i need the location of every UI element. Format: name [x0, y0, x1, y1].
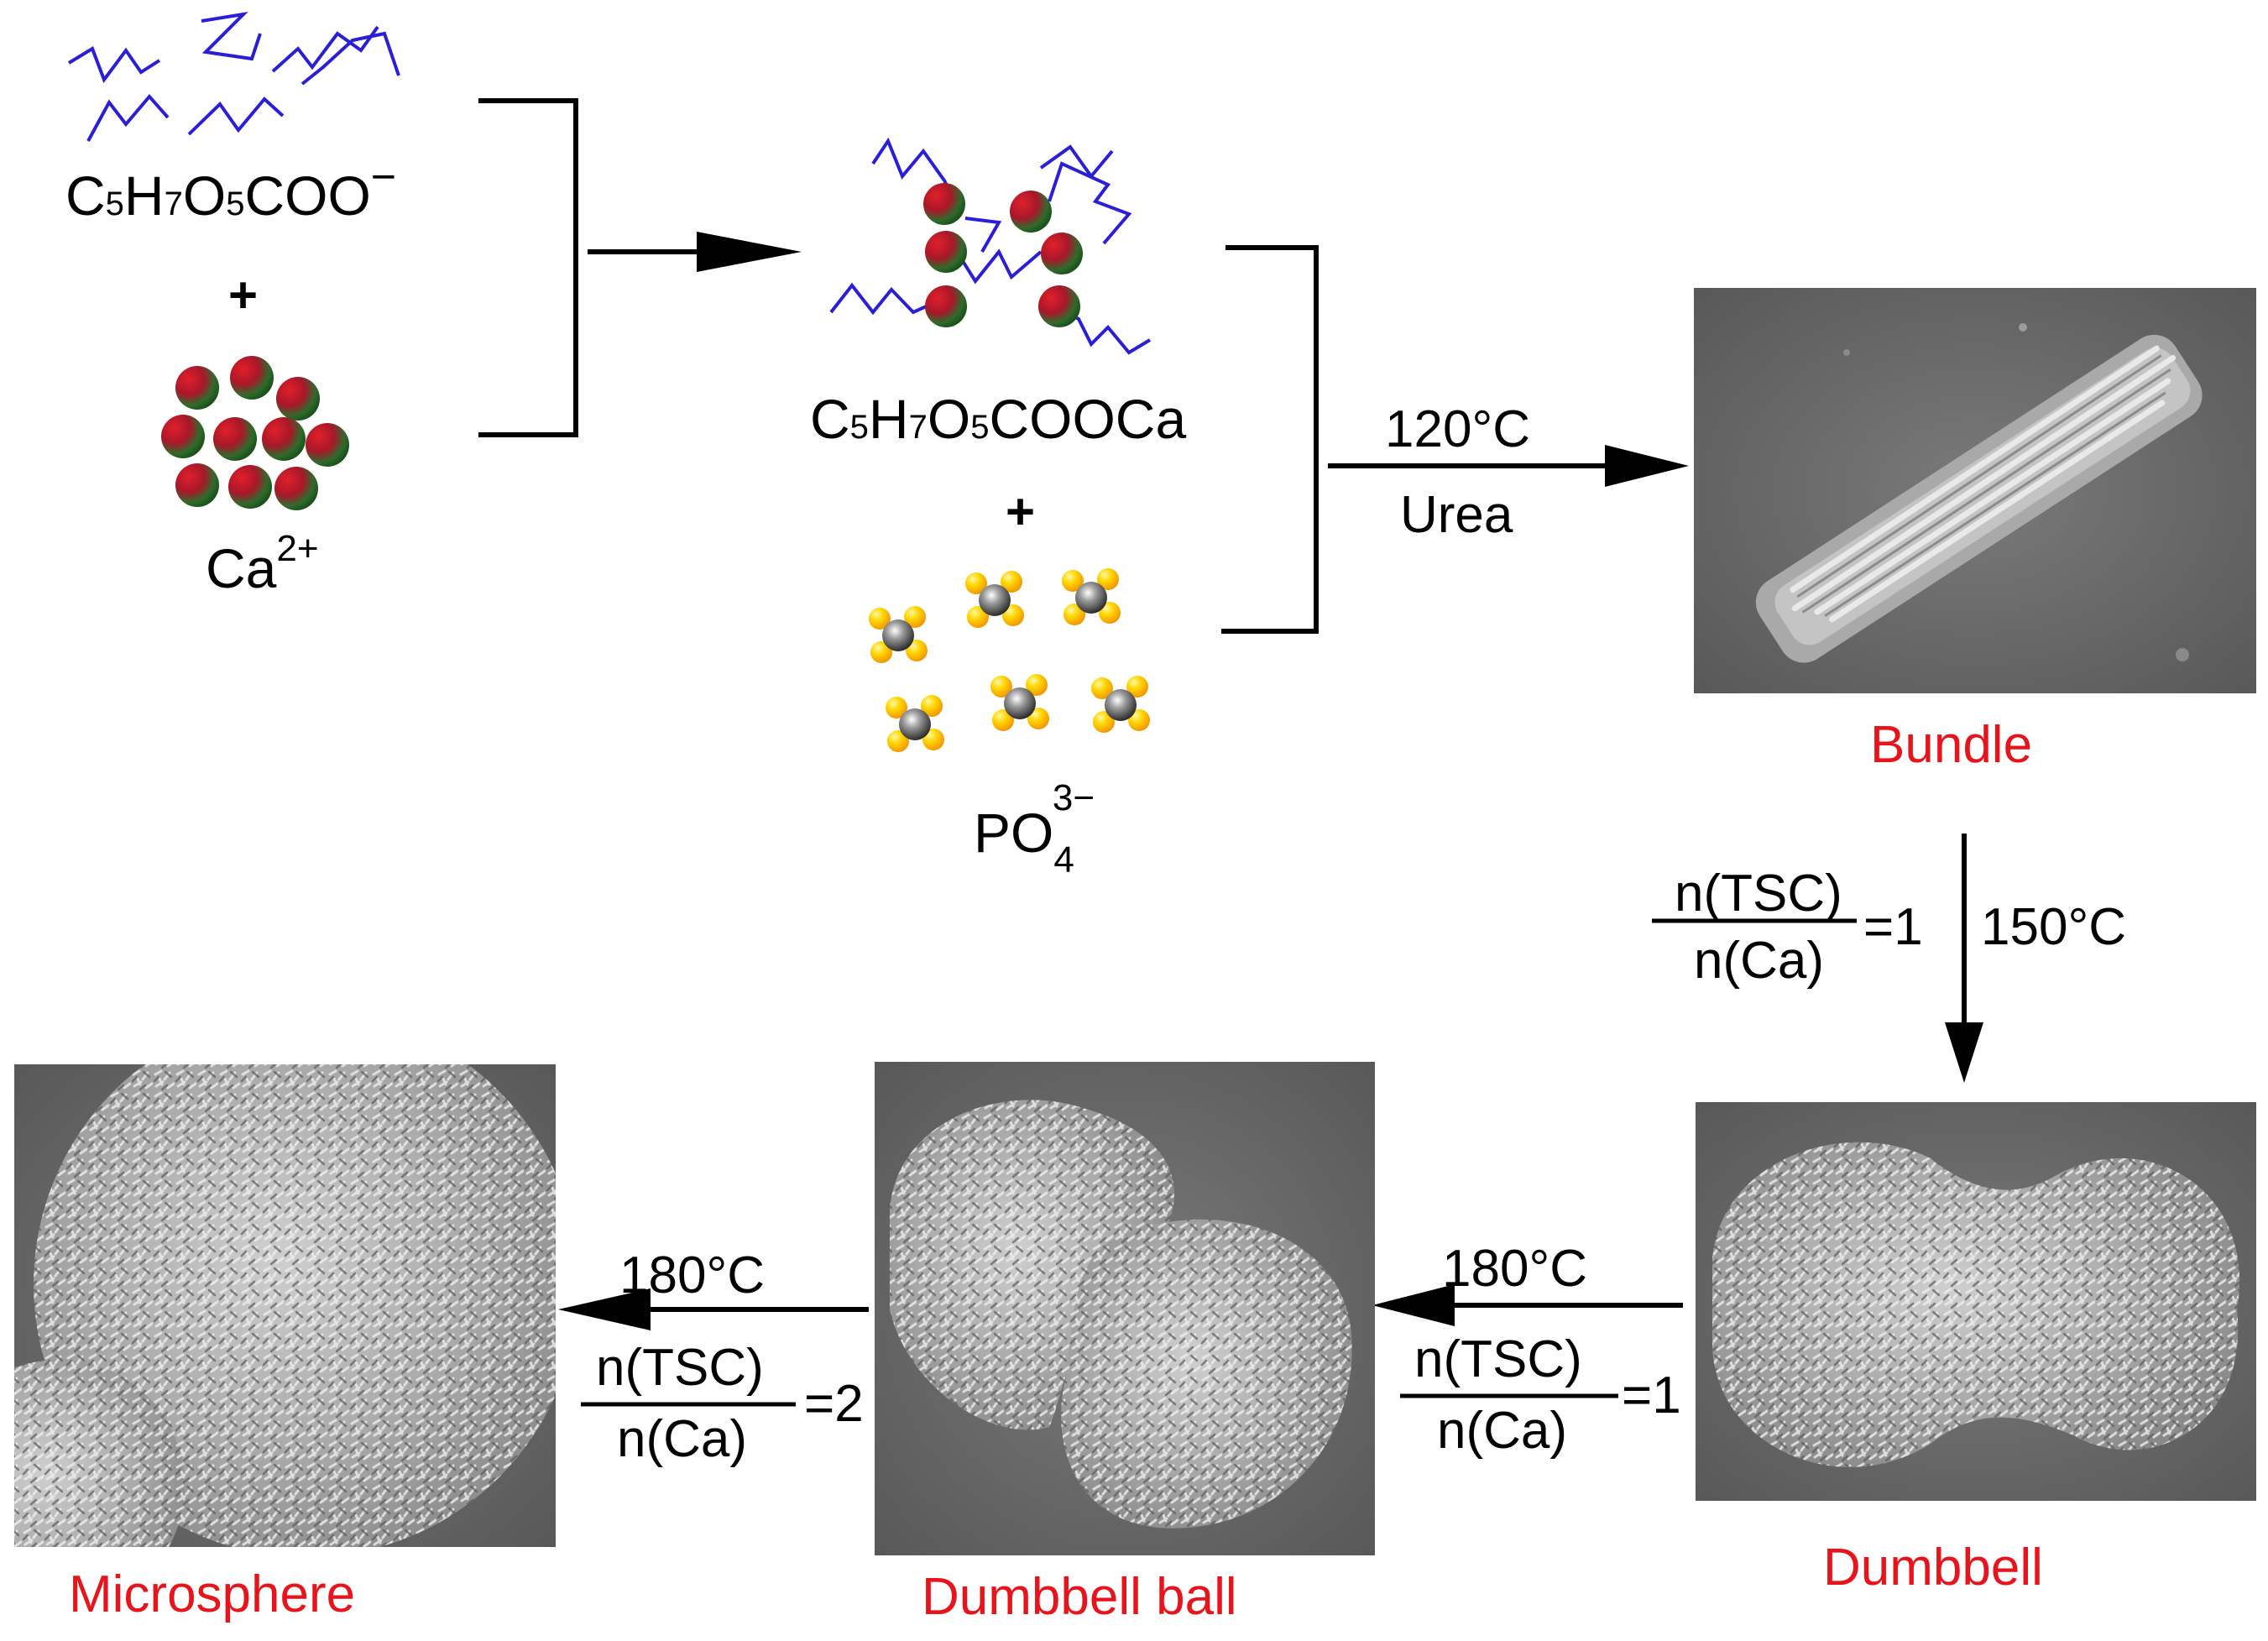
- bundle-label: Bundle: [1870, 716, 2032, 774]
- step1-temperature: 120°C: [1385, 400, 1530, 458]
- oxygen-atom-icon: [922, 729, 944, 750]
- oxygen-atom-icon: [967, 606, 989, 628]
- step4-temperature: 180°C: [619, 1246, 765, 1304]
- phosphorus-atom-icon: [882, 619, 914, 651]
- oxygen-atom-icon: [1099, 602, 1121, 624]
- oxygen-atom-icon: [1063, 604, 1085, 625]
- calcium-ion-cluster-icon: [161, 356, 349, 510]
- microsphere-sem-image: [14, 1064, 556, 1547]
- oxygen-atom-icon: [1026, 674, 1048, 696]
- step1-reagent: Urea: [1400, 486, 1513, 544]
- calcium-ion-icon: [1010, 191, 1052, 233]
- step3-temperature: 180°C: [1442, 1240, 1587, 1298]
- calcium-citrate-formula: C5H7O5COOCa: [810, 388, 1186, 450]
- calcium-citrate-complex-icon: [829, 137, 1152, 355]
- oxygen-atom-icon: [1062, 570, 1084, 592]
- step3-ratio-value: =1: [1622, 1367, 1681, 1424]
- oxygen-atom-icon: [1128, 709, 1150, 731]
- microsphere-label: Microsphere: [69, 1565, 355, 1623]
- oxygen-atom-icon: [992, 709, 1014, 731]
- calcium-ion-icon: [925, 285, 967, 327]
- calcium-ion-icon: [175, 366, 219, 410]
- dumbbell-sem-image: [1696, 1102, 2256, 1501]
- phosphorus-atom-icon: [1004, 687, 1036, 719]
- citrate-chains-icon: [67, 12, 400, 142]
- oxygen-atom-icon: [870, 641, 892, 663]
- step4-ratio-value: =2: [804, 1375, 864, 1433]
- step2-ratio-numerator: n(TSC): [1675, 865, 1842, 922]
- calcium-ion-icon: [213, 417, 257, 461]
- dumbbell-ball-sem-image: [875, 1062, 1375, 1555]
- oxygen-atom-icon: [1097, 568, 1119, 590]
- bundle-sem-image: [1694, 288, 2256, 693]
- oxygen-atom-icon: [869, 608, 891, 630]
- calcium-ion-icon: [175, 463, 219, 507]
- arrow-to-dumbbell-ball: [1372, 1284, 1683, 1326]
- oxygen-atom-icon: [965, 572, 987, 594]
- oxygen-atom-icon: [921, 695, 943, 717]
- phosphorus-atom-icon: [899, 708, 931, 740]
- phosphorus-atom-icon: [1075, 582, 1107, 614]
- oxygen-atom-icon: [1091, 677, 1113, 699]
- oxygen-atom-icon: [990, 676, 1012, 698]
- calcium-ion-icon: [230, 356, 274, 400]
- oxygen-atom-icon: [1093, 711, 1115, 733]
- calcium-ion-icon: [161, 415, 205, 458]
- arrow-to-calcium-citrate: [588, 232, 802, 272]
- oxygen-atom-icon: [1002, 604, 1024, 626]
- step4-ratio-denominator: n(Ca): [617, 1410, 747, 1468]
- oxygen-atom-icon: [1027, 708, 1049, 729]
- calcium-ion-label: Ca2+: [206, 528, 319, 599]
- oxygen-atom-icon: [1001, 571, 1022, 593]
- step2-temperature: 150°C: [1981, 898, 2126, 956]
- oxygen-atom-icon: [906, 640, 928, 661]
- plus-sign-1: +: [228, 267, 258, 323]
- calcium-ion-icon: [228, 465, 272, 509]
- calcium-ion-icon: [925, 231, 967, 273]
- reactant-bracket: [478, 98, 578, 437]
- arrow-to-dumbbell: [1945, 834, 1983, 1083]
- step2-ratio-denominator: n(Ca): [1694, 932, 1824, 990]
- step3-ratio-numerator: n(TSC): [1414, 1330, 1582, 1388]
- oxygen-atom-icon: [1126, 676, 1148, 698]
- arrow-to-bundle: [1328, 445, 1689, 487]
- dumbbell-label: Dumbbell: [1823, 1539, 2043, 1597]
- calcium-ion-icon: [923, 183, 965, 225]
- calcium-ion-icon: [262, 417, 306, 461]
- oxygen-atom-icon: [886, 697, 907, 719]
- citrate-formula: C5H7O5COO−: [65, 153, 396, 227]
- oxygen-atom-icon: [904, 606, 926, 628]
- dumbbell-ball-label: Dumbbell ball: [922, 1568, 1237, 1626]
- calcium-ion-icon: [1038, 285, 1080, 327]
- arrow-to-microsphere: [558, 1288, 869, 1330]
- phosphorus-atom-icon: [979, 584, 1011, 616]
- phosphate-ion-label: PO43−: [974, 777, 1095, 881]
- oxygen-atom-icon: [887, 730, 909, 752]
- intermediate-bracket: [1221, 245, 1319, 634]
- step2-ratio-value: =1: [1863, 898, 1923, 956]
- plus-sign-2: +: [1006, 483, 1035, 540]
- phosphorus-atom-icon: [1105, 689, 1137, 721]
- calcium-ion-icon: [306, 423, 349, 467]
- calcium-ion-icon: [276, 377, 320, 421]
- step3-ratio-denominator: n(Ca): [1437, 1402, 1567, 1460]
- step4-ratio-numerator: n(TSC): [596, 1339, 764, 1397]
- calcium-ion-icon: [1041, 233, 1083, 274]
- calcium-ion-icon: [274, 467, 318, 510]
- phosphate-ion-cluster-icon: [869, 568, 1150, 752]
